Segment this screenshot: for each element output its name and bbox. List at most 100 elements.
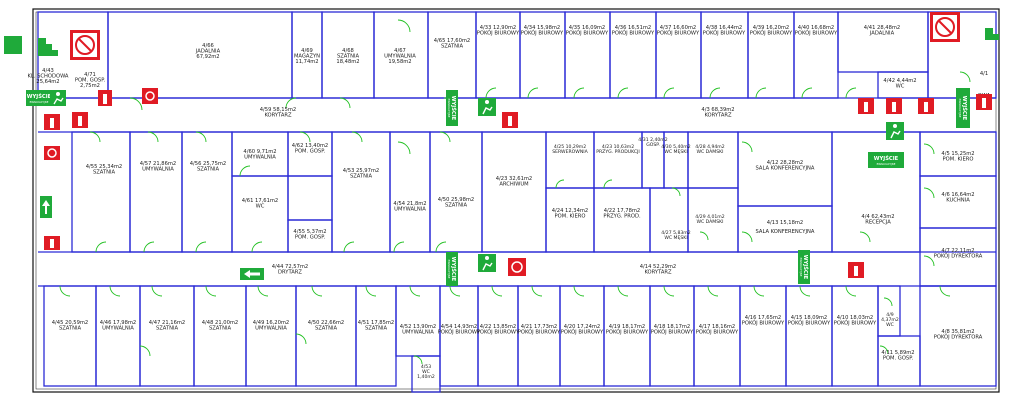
room-number: 4/57 21,86m2	[140, 161, 177, 167]
room-type: WC MĘSKI	[664, 149, 687, 155]
room-number: 4/69	[301, 48, 313, 54]
room-number: 4/15 18,09m2	[791, 315, 828, 321]
room-number: 4/22 17,78m2	[604, 208, 641, 214]
fire-extinguisher-icon	[848, 262, 864, 278]
room-number: 4/60 9,71m2	[243, 149, 276, 155]
fire-hose-icon	[44, 146, 60, 160]
room-type: JADALNIA	[869, 31, 895, 37]
room-type: SZATNIA	[365, 326, 388, 332]
room-type: UMYWALNIA	[255, 326, 287, 332]
exit-sign: WYJŚCIE EWAKUACYJNE	[26, 90, 56, 106]
room-number: 4/28 4,94m2	[695, 144, 724, 150]
room-type: POM. KIERO	[555, 214, 586, 220]
fire-extinguisher-icon	[44, 236, 60, 250]
room-number: 4/16 17,65m2	[745, 315, 782, 321]
room-number: 4/38 16,44m2	[706, 25, 743, 31]
door-swings	[59, 19, 971, 365]
room-number: 4/20 17,24m2	[564, 324, 601, 330]
exit-sign-label: WYJŚCIE	[874, 155, 899, 162]
room-type: WC DAMSKI	[696, 219, 723, 225]
top-row-walls	[37, 11, 997, 99]
room-number: 4/35 16,09m2	[569, 25, 606, 31]
room-type: GOSP.	[646, 142, 660, 148]
exit-sign-label: WYJŚCIE	[450, 96, 457, 121]
room-number: 4/33 12,90m2	[480, 25, 517, 31]
room-number: 4/61 17,61m2	[242, 198, 279, 204]
room-type: UMYWALNIA	[102, 326, 134, 332]
room-type: KL. SCHODOWA	[28, 74, 69, 80]
room-area: 4,37m2	[881, 317, 899, 323]
room-type: UMYWALNIA	[402, 330, 434, 336]
room-type: POKÓJ BIUROWY	[651, 329, 694, 336]
room-type: POKÓJ BIUROWY	[606, 329, 649, 336]
room-number: 4/23 10,63m2	[602, 144, 634, 150]
room-number: 4/44 72,57m2	[272, 264, 309, 270]
exit-sign: WYJŚCIE EWAKUACYJNE	[956, 88, 970, 128]
room-type: WC DAMSKI	[696, 149, 723, 155]
room-number: 4/42 4,44m2	[883, 78, 916, 84]
room-number: 4/48 21,00m2	[202, 320, 239, 326]
room-number: 4/55 25,34m2	[86, 164, 123, 170]
room-type: SZATNIA	[59, 326, 82, 332]
room-type: POKÓJ BIUROWY	[696, 329, 739, 336]
room-number: 4/24 12,34m2	[552, 208, 589, 214]
room-number: 4/36 16,51m2	[615, 25, 652, 31]
room-type: POKÓJ BIUROWY	[566, 30, 609, 37]
room-type: KORYTARZ	[644, 270, 672, 276]
room-number: 4/41 28,48m2	[864, 25, 901, 31]
room-type: POM. GOSP.	[883, 356, 914, 362]
no-lift-icon	[930, 12, 960, 42]
fire-extinguisher-icon	[502, 112, 518, 128]
room-type: SZATNIA	[445, 203, 468, 209]
exit-running-icon	[886, 122, 904, 140]
room-number: 4/68	[342, 48, 354, 54]
room-type: POKÓJ BIUROWY	[788, 320, 831, 327]
exit-sign-label: WYJŚCIE	[802, 255, 809, 280]
room-type: KORYTARZ	[704, 113, 732, 119]
room-type: WC	[422, 369, 430, 375]
room-area: 11,74m2	[295, 59, 318, 65]
room-type: POKÓJ BIUROWY	[657, 30, 700, 37]
room-type: POM. GOSP.	[295, 235, 326, 241]
room-type: POKÓJ BIUROWY	[438, 329, 481, 336]
room-type: SZATNIA	[337, 54, 360, 60]
room-type: POKÓJ BIUROWY	[518, 329, 561, 336]
room-number: 4/6 16,64m2	[941, 192, 974, 198]
room-type: UMYWALNIA	[394, 207, 426, 213]
room-type: POKÓJ BIUROWY	[477, 329, 520, 336]
room-type: POKÓJ BIUROWY	[750, 30, 793, 37]
bottom-row-walls	[43, 285, 997, 393]
